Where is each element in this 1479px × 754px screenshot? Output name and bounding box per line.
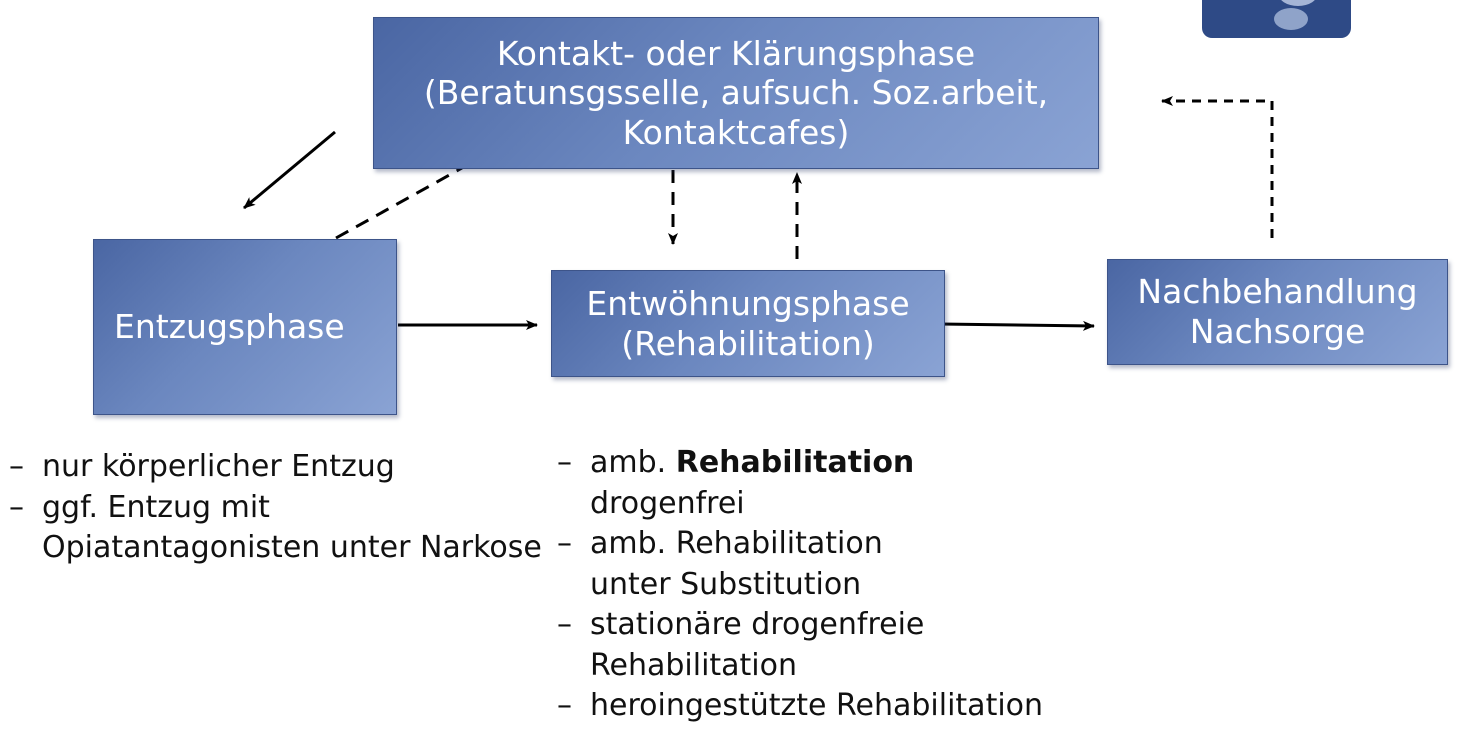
list-item: ggf. Entzug mit Opiatantagonisten unter … (9, 488, 569, 569)
list-item: nur körperlicher Entzug (9, 447, 569, 488)
list-item: stationäre drogenfreie Rehabilitation (557, 605, 1077, 686)
node-kontakt-title: Kontakt- oder Klärungsphase (496, 33, 976, 73)
logo-shape-bottom (1274, 8, 1308, 30)
node-entwoehnung-subtitle: (Rehabilitation) (621, 323, 875, 363)
node-nachbehandlung-title: Nachbehandlung (1137, 272, 1418, 312)
node-entzug-title: Entzugsphase (114, 307, 345, 347)
rehabilitation-details-list: amb. Rehabilitation drogenfrei amb. Reha… (557, 443, 1077, 727)
arrow-kontakt-to-entzug (243, 130, 336, 210)
node-kontakt-line3: Kontaktcafes) (622, 112, 850, 152)
logo-shape-top (1278, 0, 1318, 6)
node-entwoehnung-title: Entwöhnungsphase (586, 283, 910, 323)
arrow-nachbehandlung-to-kontakt (1161, 96, 1274, 238)
node-entwoehnungsphase: Entwöhnungsphase (Rehabilitation) (551, 270, 945, 377)
node-kontakt-line2: (Beratunsgsselle, aufsuch. Soz.arbeit, (423, 73, 1049, 113)
node-kontakt-phase: Kontakt- oder Klärungsphase (Beratunsgss… (373, 17, 1099, 169)
node-entzugsphase: Entzugsphase (93, 239, 397, 415)
list-item: amb. Rehabilitation drogenfrei (557, 443, 1077, 524)
entzug-details-list: nur körperlicher Entzug ggf. Entzug mit … (9, 447, 569, 569)
list-item: heroingestützte Rehabilitation (557, 686, 1077, 727)
logo (1202, 0, 1351, 38)
list-item: amb. Rehabilitation unter Substitution (557, 524, 1077, 605)
node-nachbehandlung: Nachbehandlung Nachsorge (1107, 259, 1448, 365)
node-nachbehandlung-subtitle: Nachsorge (1189, 312, 1366, 351)
arrow-entwoehnung-to-nachbehandlung (939, 320, 1095, 331)
arrow-entzug-to-kontakt-dashed (335, 166, 463, 240)
